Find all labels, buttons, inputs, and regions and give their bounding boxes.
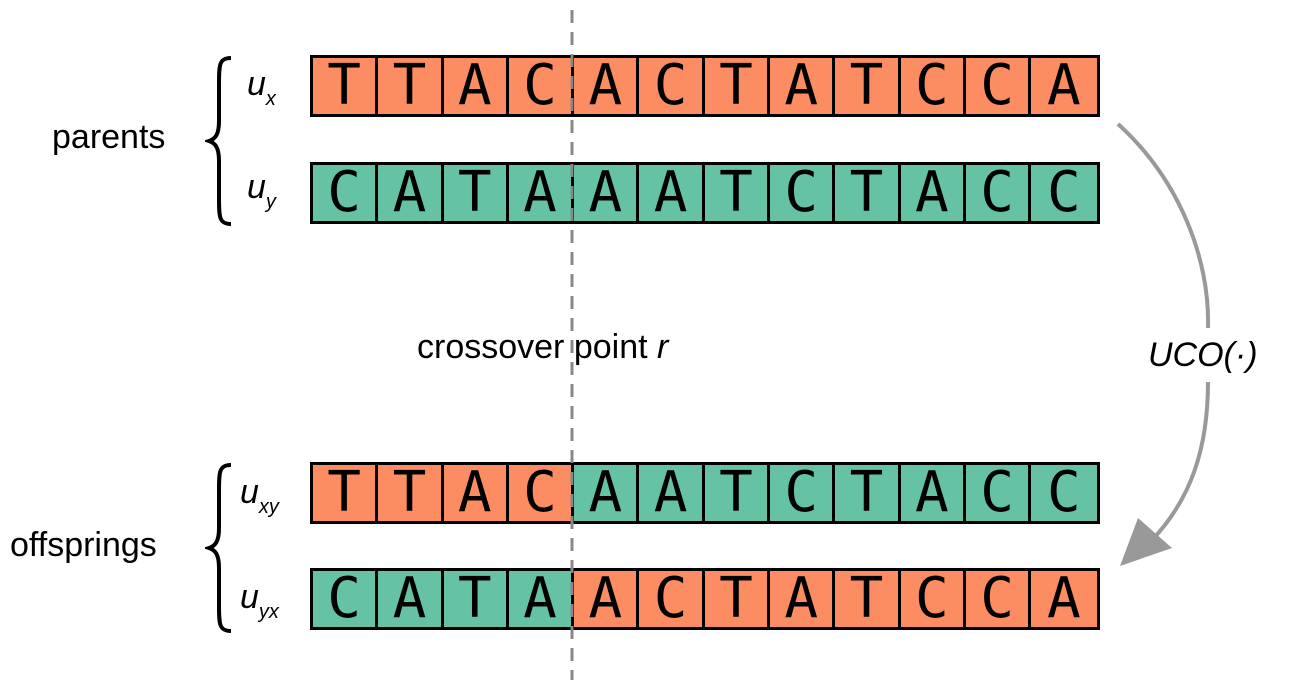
base-cell: A [1031, 571, 1097, 627]
crossover-line [570, 10, 574, 680]
crossover-label: crossover point r [417, 330, 668, 364]
base-cell: A [900, 165, 966, 221]
base-cell: A [770, 571, 836, 627]
row-label-uyx-name: u [240, 578, 259, 616]
row-label-ux: ux [247, 65, 276, 109]
base-cell: C [508, 58, 575, 114]
row-label-uyx: uyx [240, 578, 279, 622]
base-cell: C [900, 571, 966, 627]
base-cell: T [835, 465, 901, 521]
row-label-uy-name: u [247, 168, 266, 206]
base-cell: T [704, 165, 771, 221]
base-cell: C [965, 58, 1032, 114]
base-cell: T [378, 465, 444, 521]
base-cell: T [704, 58, 771, 114]
parents-label: parents [52, 118, 166, 156]
base-cell: T [313, 58, 379, 114]
base-cell: C [508, 465, 575, 521]
base-cell: A [378, 165, 444, 221]
base-cell: A [574, 58, 640, 114]
base-cell: T [443, 165, 509, 221]
base-cell: A [443, 465, 509, 521]
base-cell: A [639, 165, 705, 221]
base-cell: C [965, 165, 1032, 221]
parents-brace [205, 56, 232, 226]
base-cell: A [1031, 58, 1097, 114]
base-cell: C [1031, 165, 1097, 221]
row-label-uyx-sub: yx [258, 601, 279, 623]
base-cell: C [639, 571, 705, 627]
base-cell: A [378, 571, 444, 627]
base-cell: T [313, 465, 379, 521]
row-label-uxy-name: u [240, 473, 259, 511]
uco-arrow [1116, 122, 1211, 566]
crossover-label-text: crossover point [417, 328, 648, 366]
base-cell: A [443, 58, 509, 114]
row-label-uy-sub: y [265, 191, 276, 213]
base-cell: T [704, 571, 771, 627]
base-cell: A [770, 58, 836, 114]
base-cell: C [1031, 465, 1097, 521]
base-cell: T [835, 571, 901, 627]
row-label-ux-sub: x [265, 88, 276, 110]
base-cell: T [835, 165, 901, 221]
base-cell: A [639, 465, 705, 521]
base-cell: C [770, 165, 836, 221]
base-cell: C [965, 465, 1032, 521]
base-cell: A [574, 465, 640, 521]
offsprings-brace [205, 463, 232, 633]
uco-label: UCO(·) [1148, 336, 1258, 374]
base-cell: T [704, 465, 771, 521]
base-cell: T [443, 571, 509, 627]
base-cell: C [313, 571, 379, 627]
base-cell: A [574, 165, 640, 221]
base-cell: A [574, 571, 640, 627]
base-cell: A [508, 571, 575, 627]
base-cell: A [508, 165, 575, 221]
base-cell: C [900, 58, 966, 114]
base-cell: C [639, 58, 705, 114]
base-cell: A [900, 465, 966, 521]
base-cell: C [313, 165, 379, 221]
row-label-ux-name: u [247, 65, 266, 103]
crossover-var: r [657, 328, 669, 366]
offsprings-label: offsprings [10, 526, 157, 564]
base-cell: C [965, 571, 1032, 627]
base-cell: T [835, 58, 901, 114]
row-label-uy: uy [247, 168, 276, 212]
base-cell: T [378, 58, 444, 114]
row-label-uxy-sub: xy [258, 496, 279, 518]
row-label-uxy: uxy [240, 473, 279, 517]
base-cell: C [770, 465, 836, 521]
